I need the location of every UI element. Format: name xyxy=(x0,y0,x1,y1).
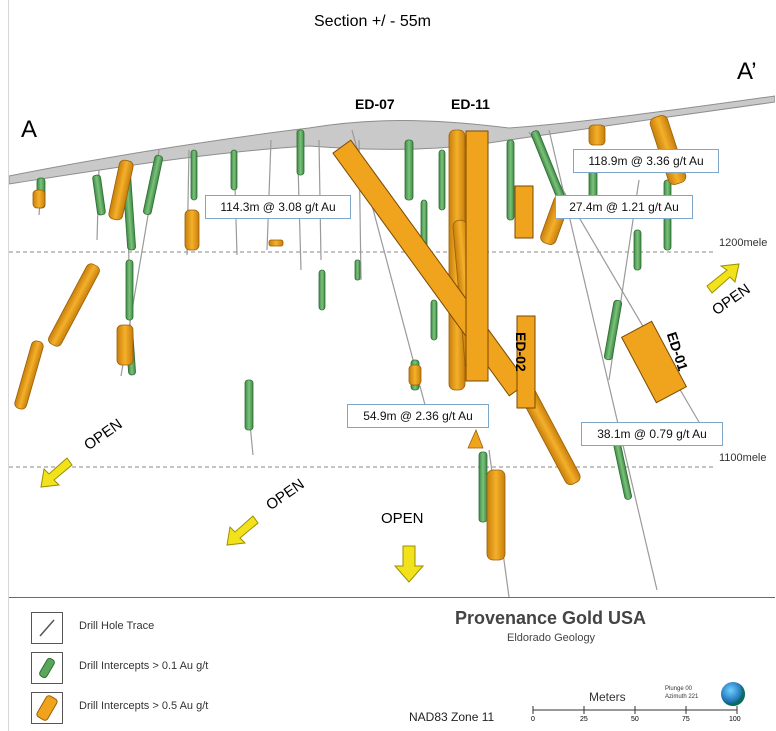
ed01-bar xyxy=(620,320,688,404)
hole-label-ed02: ED-02 xyxy=(513,332,529,372)
ed11-bar xyxy=(465,130,489,382)
scale-title: Meters xyxy=(589,690,626,704)
ed02-bar-upper xyxy=(514,185,534,239)
ed02-bar-lower xyxy=(516,315,536,409)
section-start-label: A xyxy=(21,116,38,143)
plunge-label: Plunge 00 xyxy=(665,686,693,692)
open-label-down: OPEN xyxy=(381,510,424,527)
elevation-label-1200: 1200mele xyxy=(719,237,768,249)
scale-tick-0: 0 xyxy=(531,716,535,723)
legend-green-label: Drill Intercepts > 0.1 Au g/t xyxy=(79,660,209,672)
open-arrow-left-1 xyxy=(40,457,73,488)
intercept-box-ed07: 114.3m @ 3.08 g/t Au xyxy=(205,195,351,219)
scale-tick-75: 75 xyxy=(682,716,690,723)
scale-tick-25: 25 xyxy=(580,716,588,723)
section-canvas xyxy=(9,95,775,597)
hole-label-ed11: ED-11 xyxy=(451,96,490,112)
scale-tick-50: 50 xyxy=(631,716,639,723)
orange-intercepts xyxy=(14,115,687,561)
marker-triangle xyxy=(467,428,484,449)
open-arrows xyxy=(40,263,740,583)
orange-intercept-icon xyxy=(31,692,63,724)
intercept-box-ed11: 118.9m @ 3.36 g/t Au xyxy=(573,149,719,173)
company-name: Provenance Gold USA xyxy=(455,608,647,628)
legend-panel: Drill Hole Trace Drill Intercepts > 0.1 … xyxy=(9,597,775,731)
intercept-box-ed02-lower: 54.9m @ 2.36 g/t Au xyxy=(347,404,489,428)
drill-trace-icon xyxy=(31,612,63,644)
main-hole-bars xyxy=(332,130,688,409)
open-arrow-right xyxy=(706,263,740,294)
ed07-bar xyxy=(332,139,528,397)
scale-tick-100: 100 xyxy=(729,716,741,723)
azimuth-label: Azimuth 221 xyxy=(665,694,699,700)
topography-surface xyxy=(9,95,775,185)
intercept-box-ed02-upper: 27.4m @ 1.21 g/t Au xyxy=(555,195,693,219)
datum-label: NAD83 Zone 11 xyxy=(409,710,495,724)
open-arrow-left-2 xyxy=(226,515,259,546)
elevation-label-1100: 1100mele xyxy=(719,452,767,464)
green-intercept-icon xyxy=(31,652,63,684)
section-title: Section +/ - 55m xyxy=(314,13,431,30)
globe-icon xyxy=(721,682,745,706)
intercept-box-ed01: 38.1m @ 0.79 g/t Au xyxy=(581,422,723,446)
company-subtitle: Eldorado Geology xyxy=(507,632,596,644)
hole-label-ed07: ED-07 xyxy=(355,96,395,112)
legend-trace-label: Drill Hole Trace xyxy=(79,620,155,632)
open-arrow-down xyxy=(393,545,425,583)
section-end-label: A’ xyxy=(737,58,757,85)
green-intercepts xyxy=(36,129,672,523)
cross-section-figure: Section +/ - 55m A A’ ED-07 ED-11 ED-02 … xyxy=(8,0,775,731)
legend-orange-label: Drill Intercepts > 0.5 Au g/t xyxy=(79,700,209,712)
scale-bar xyxy=(532,706,738,714)
